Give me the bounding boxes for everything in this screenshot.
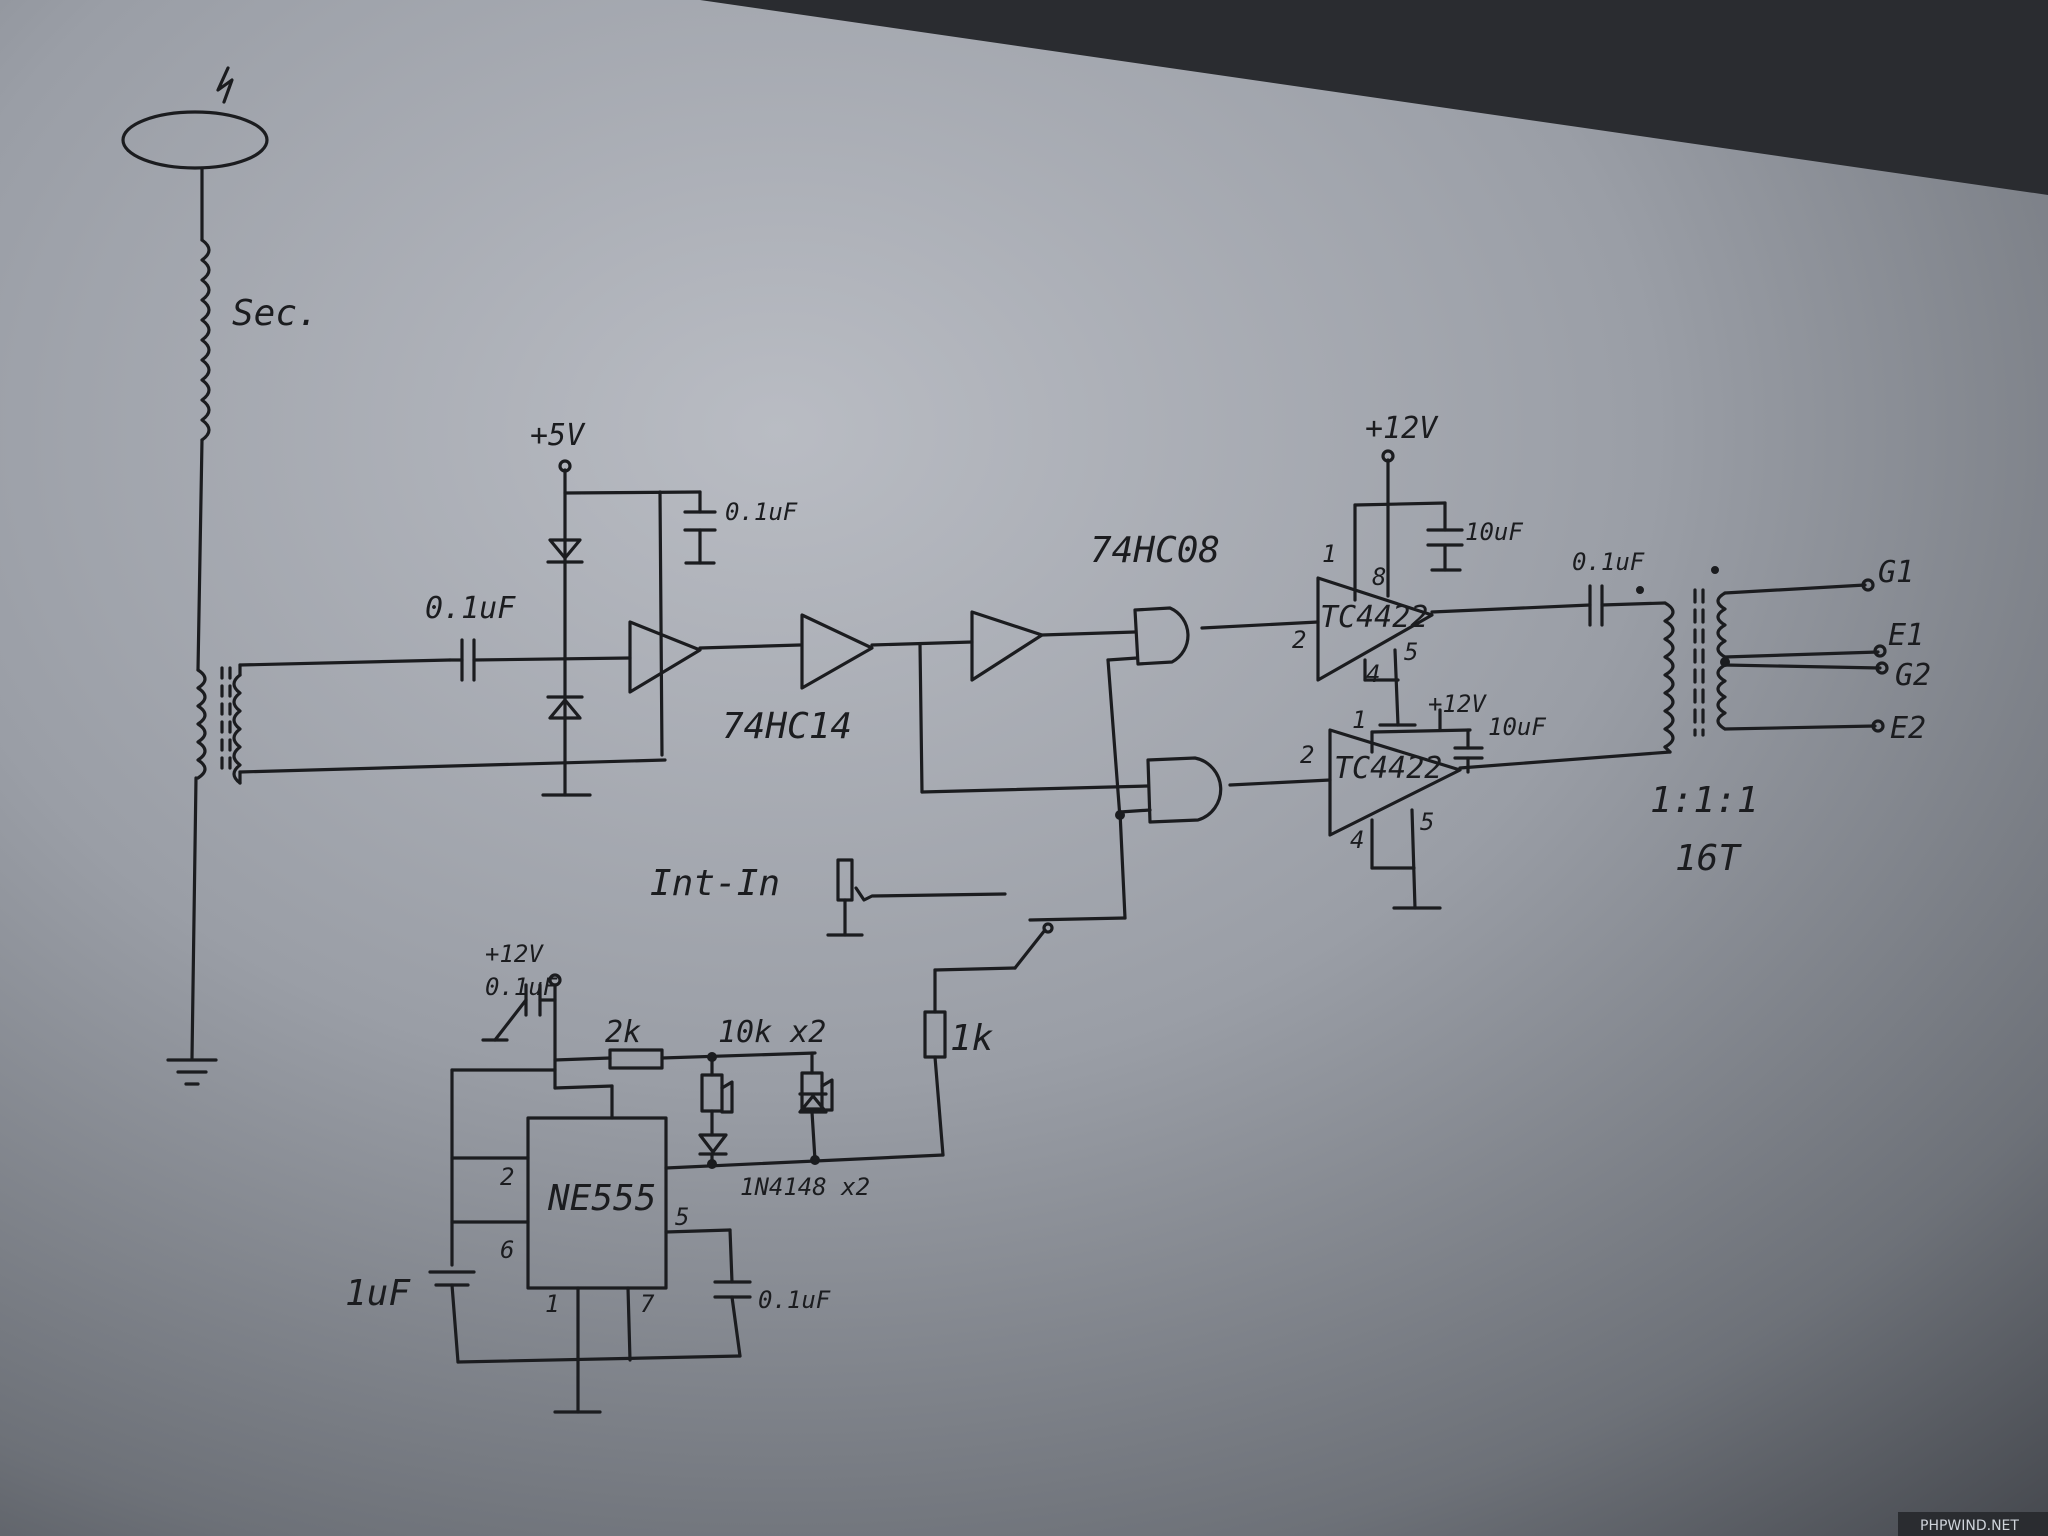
label-turns: 16T: [1675, 838, 1742, 879]
label-pin2-b: 2: [1300, 741, 1314, 769]
label-e2: E2: [1890, 711, 1926, 746]
label-driver-a: TC4422: [1320, 600, 1428, 635]
driver-a: [1316, 449, 1592, 727]
label-cap-1uf: 1uF: [345, 1273, 411, 1314]
label-cap-10uf-b: 10uF: [1488, 713, 1546, 741]
label-74hc08: 74HC08: [1090, 530, 1220, 571]
driver-b: [1328, 708, 1672, 910]
label-plus12v-a: +12V: [1365, 411, 1439, 446]
label-pin2-c: 2: [500, 1163, 514, 1191]
label-driver-b: TC4422: [1334, 751, 1442, 786]
label-pin8-a: 8: [1372, 563, 1386, 591]
label-e1: E1: [1888, 618, 1924, 653]
label-pin1-a: 1: [1322, 540, 1336, 568]
int-in-jack: [826, 858, 1127, 1014]
label-timer: NE555: [547, 1178, 656, 1219]
label-int-in: Int-In: [650, 863, 780, 904]
label-pin5-a: 5: [1404, 638, 1418, 666]
gate-drive-transformer: [1588, 566, 1889, 754]
label-g1: G1: [1878, 555, 1914, 590]
input-network: [448, 459, 717, 797]
label-pin7-c: 7: [640, 1290, 655, 1318]
label-cap-timer-supply: 0.1uF: [485, 973, 558, 1001]
label-cap-top-5v: 0.1uF: [725, 498, 798, 526]
secondary-coil: [121, 66, 667, 1086]
label-cap-10uf-a: 10uF: [1465, 518, 1523, 546]
label-pin5-b: 5: [1420, 808, 1434, 836]
label-cap-out: 0.1uF: [1572, 548, 1645, 576]
label-diodes: 1N4148 x2: [740, 1173, 870, 1201]
label-cap-input: 0.1uF: [425, 591, 516, 626]
label-74hc14: 74HC14: [722, 706, 852, 747]
label-res-2k: 2k: [605, 1015, 641, 1050]
label-sec: Sec.: [232, 293, 319, 334]
watermark: PHPWIND.NET: [1920, 1518, 2019, 1534]
label-plus12v-c: +12V: [485, 940, 544, 968]
label-pin1-b: 1: [1352, 706, 1366, 734]
label-pin5-c: 5: [675, 1203, 689, 1231]
label-plus12v-b: +12V: [1428, 690, 1487, 718]
watermark-box: [1898, 1512, 2048, 1536]
label-cap-timer-ctrl: 0.1uF: [758, 1286, 831, 1314]
label-ratio: 1:1:1: [1650, 780, 1758, 821]
inverter-chain-74hc14: [628, 610, 1150, 794]
label-g2: G2: [1895, 658, 1931, 693]
label-plus5v: +5V: [530, 418, 586, 453]
label-pin4-a: 4: [1366, 660, 1380, 688]
label-pin6-c: 6: [500, 1236, 514, 1264]
ne555-timer: [428, 973, 945, 1414]
label-res-1k: 1k: [950, 1018, 994, 1059]
label-res-10k: 10k x2: [718, 1015, 826, 1050]
and-gates-74hc08: [1040, 606, 1332, 920]
label-pin2-a: 2: [1292, 626, 1306, 654]
label-pin4-b: 4: [1350, 826, 1364, 854]
label-pin1-c: 1: [545, 1290, 559, 1318]
